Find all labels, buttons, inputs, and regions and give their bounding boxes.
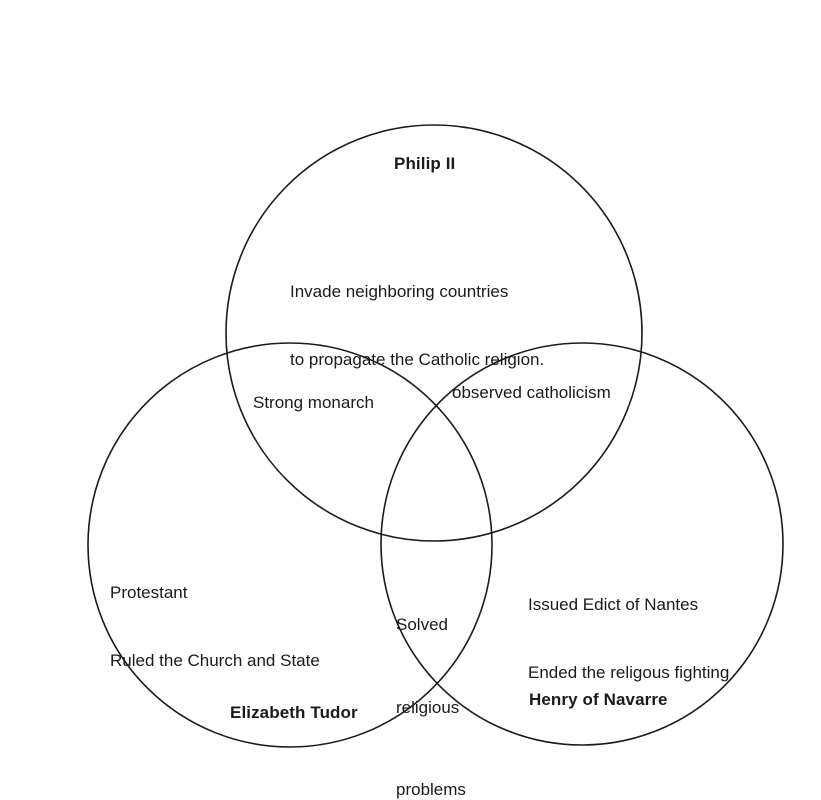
intersection-label-all-three-line-2: religious (396, 697, 460, 717)
intersection-label-philip-elizabeth: Strong monarch (253, 393, 374, 412)
set-title-henry-of-navarre: Henry of Navarre (529, 690, 668, 709)
set-body-elizabeth-tudor: Protestant Ruled the Church and State (110, 536, 320, 718)
set-body-elizabeth-tudor-line-1: Protestant (110, 582, 188, 602)
set-body-philip-ii-line-2: to propagate the Catholic religion. (290, 349, 545, 369)
intersection-label-all-three-line-3: problems (396, 780, 466, 800)
set-body-henry-of-navarre-line-1: Issued Edict of Nantes (528, 594, 699, 614)
set-title-philip-ii: Philip II (394, 154, 456, 173)
intersection-label-all-three: Solved religious problems (396, 556, 466, 800)
intersection-label-all-three-line-1: Solved (396, 615, 448, 635)
circle-henry-of-navarre (380, 342, 784, 746)
set-body-philip-ii: Invade neighboring countries to propagat… (290, 235, 544, 417)
set-body-henry-of-navarre: Issued Edict of Nantes Ended the religou… (528, 548, 729, 730)
set-body-philip-ii-line-1: Invade neighboring countries (290, 281, 509, 301)
set-title-elizabeth-tudor: Elizabeth Tudor (230, 703, 358, 722)
set-body-henry-of-navarre-line-2: Ended the religous fighting (528, 662, 730, 682)
intersection-label-philip-henry: observed catholicism (452, 383, 611, 402)
circle-elizabeth-tudor (87, 342, 493, 748)
circle-philip-ii (225, 124, 643, 542)
set-body-elizabeth-tudor-line-2: Ruled the Church and State (110, 650, 320, 670)
